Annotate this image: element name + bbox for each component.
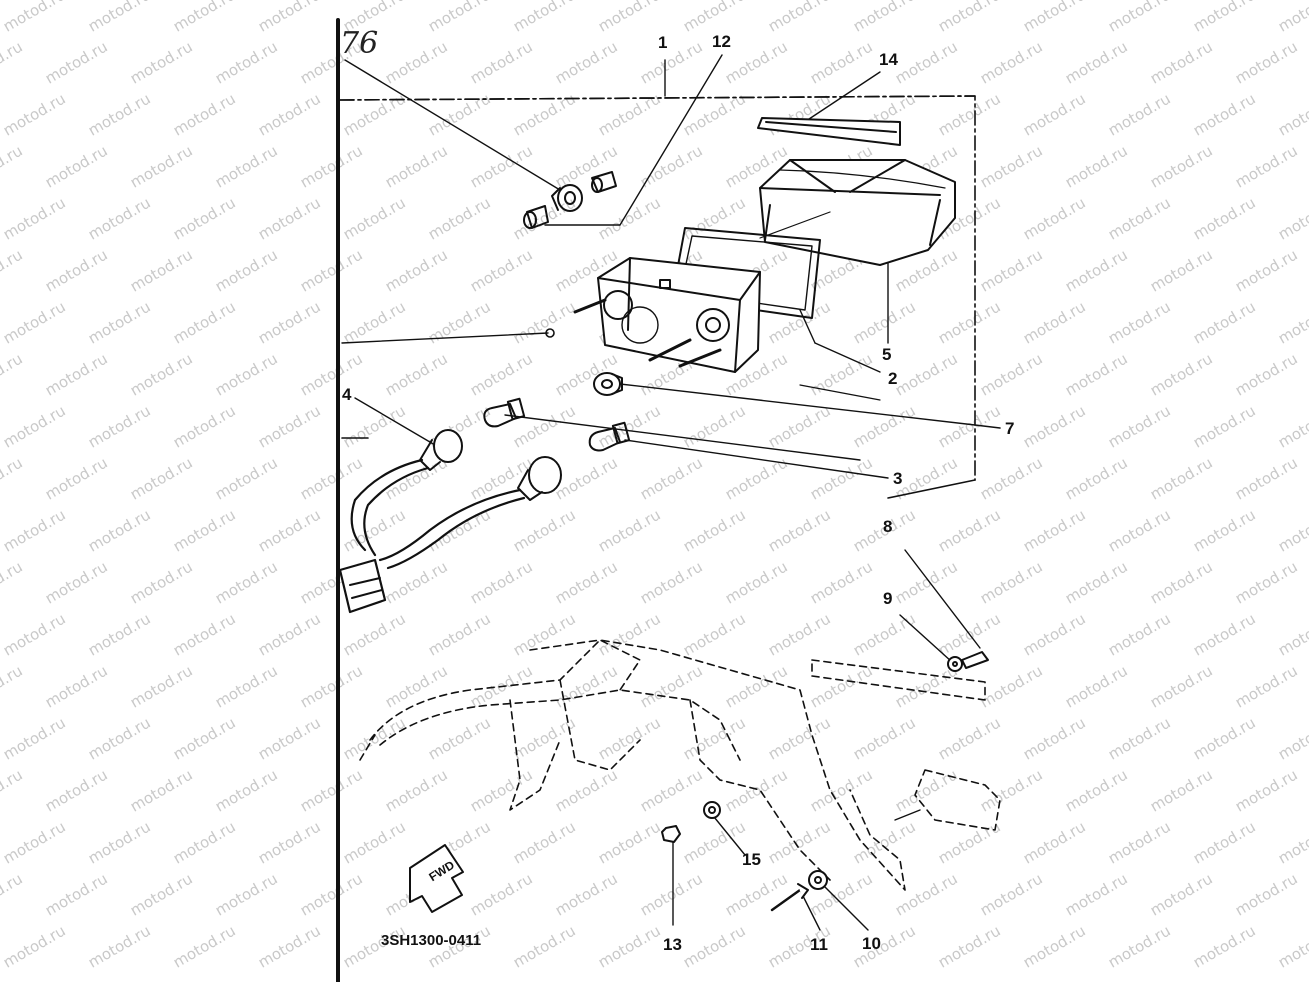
callout-8: 8	[883, 517, 893, 536]
grommet-part-12	[523, 171, 617, 229]
lens-housing-part-5	[759, 159, 956, 266]
screw-washer-part-10-11	[770, 870, 828, 912]
callout-3: 3	[893, 469, 903, 488]
callout-14: 14	[879, 50, 898, 69]
callout-4: 4	[342, 385, 352, 404]
part-code: 3SH1300-0411	[381, 932, 482, 949]
page-mark: 76	[340, 26, 379, 61]
fwd-arrow	[409, 844, 464, 913]
bolt-washer-part-8-9	[947, 651, 989, 672]
tail-light-base	[573, 257, 761, 373]
callout-13: 13	[663, 935, 682, 954]
callout-12: 12	[712, 32, 731, 51]
callout-10: 10	[862, 934, 881, 953]
callout-9: 9	[883, 589, 893, 608]
leader-lines	[341, 54, 981, 931]
callout-11: 11	[810, 935, 828, 954]
callout-15: 15	[742, 850, 761, 869]
callout-7: 7	[1005, 419, 1015, 438]
reflector-strip-part-14	[757, 117, 901, 146]
nut-washer-part-13-15	[661, 801, 721, 843]
callout-2: 2	[888, 369, 898, 388]
assembly-boundary	[339, 95, 976, 481]
plate-bracket-outline	[811, 659, 1001, 831]
rear-fender-outline	[359, 639, 906, 891]
bulb-part-3	[483, 397, 631, 452]
grommet-part-7	[593, 372, 623, 396]
callout-1: 1	[658, 33, 668, 52]
callout-5: 5	[882, 345, 892, 364]
socket-harness-part-4	[338, 429, 562, 614]
